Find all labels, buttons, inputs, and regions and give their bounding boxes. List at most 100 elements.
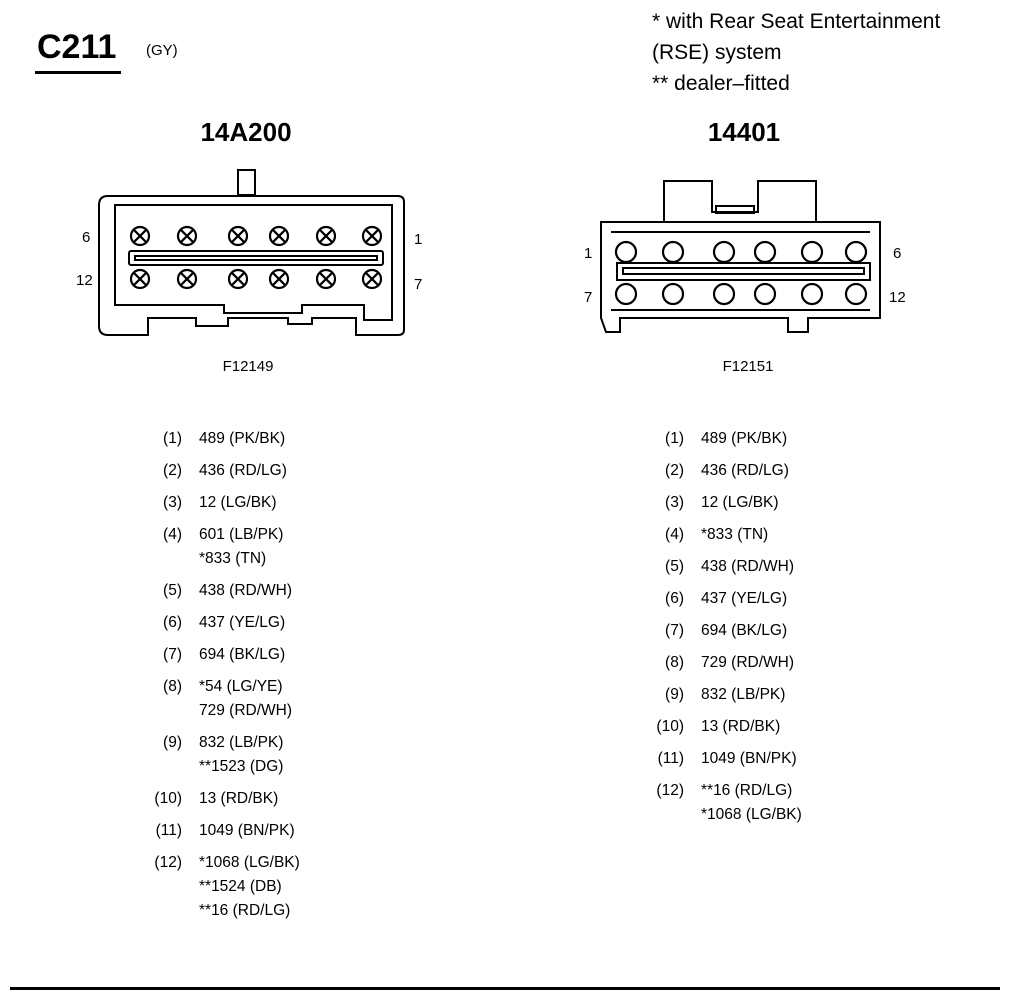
pin-wires: 436 (RD/LG) xyxy=(701,459,789,483)
pin-row: (12)*1068 (LG/BK)**1524 (DB)**16 (RD/LG) xyxy=(140,851,440,923)
left-connector-latch-slot xyxy=(134,255,378,261)
connector-color-code: (GY) xyxy=(146,42,178,59)
pin-row: (9)832 (LB/PK) xyxy=(642,683,942,707)
right-label-bottom-left: 7 xyxy=(584,289,593,306)
right-connector-shell xyxy=(600,221,881,333)
wire-circuit: 437 (YE/LG) xyxy=(199,614,286,631)
pin-row: (11)1049 (BN/PK) xyxy=(642,747,942,771)
wire-circuit: 12 (LG/BK) xyxy=(701,494,779,511)
footnote-line: * with Rear Seat Entertainment xyxy=(652,10,941,33)
wire-circuit: 12 (LG/BK) xyxy=(199,494,277,511)
right-connector-inner-edges xyxy=(611,231,870,311)
wire-circuit: *833 (TN) xyxy=(701,526,769,543)
left-figure-ref: F12149 xyxy=(222,358,274,375)
left-connector-shell xyxy=(98,195,405,336)
wire-circuit: *1068 (LG/BK) xyxy=(701,806,802,823)
left-connector-latch-bar xyxy=(128,250,384,266)
pin-number: (9) xyxy=(163,734,182,751)
pin-row: (9) 832 (LB/PK) **1523 (DG) xyxy=(140,731,440,779)
pin-wires: 694 (BK/LG) xyxy=(701,619,787,643)
pin-number: (8) xyxy=(163,678,182,695)
right-label-bottom-right: 12 xyxy=(889,289,906,306)
pin-row: (10)13 (RD/BK) xyxy=(642,715,942,739)
pin-number: (2) xyxy=(163,462,182,479)
pin-wires: 601 (LB/PK) *833 (TN) xyxy=(199,523,283,571)
open-terminal xyxy=(753,240,777,264)
pin-wires: 489 (PK/BK) xyxy=(199,427,285,451)
pin-wires: 832 (LB/PK) **1523 (DG) xyxy=(199,731,283,779)
footnote-line: ** dealer–fitted xyxy=(652,72,790,95)
crossed-terminal xyxy=(176,225,198,247)
right-connector-latch-bar xyxy=(616,262,871,281)
pin-row: (5)438 (RD/WH) xyxy=(140,579,440,603)
pin-number: (6) xyxy=(665,590,684,607)
right-connector-latch xyxy=(663,180,817,222)
pin-number: (1) xyxy=(665,430,684,447)
right-part-number: 14401 xyxy=(707,117,781,147)
open-terminal xyxy=(753,282,777,306)
wire-circuit: *833 (TN) xyxy=(199,550,267,567)
pin-row: (8) *54 (LG/YE)729 (RD/WH) xyxy=(140,675,440,723)
wire-circuit: 694 (BK/LG) xyxy=(701,622,788,639)
wire-circuit: **1523 (DG) xyxy=(199,758,284,775)
wire-circuit: 13 (RD/BK) xyxy=(701,718,781,735)
pin-wires: *1068 (LG/BK)**1524 (DB)**16 (RD/LG) xyxy=(199,851,300,923)
left-label-bottom-right: 7 xyxy=(414,276,423,293)
pin-row: (7) 694 (BK/LG) xyxy=(140,643,440,667)
wire-circuit: 832 (LB/PK) xyxy=(199,734,284,751)
wire-circuit: *54 (LG/YE) xyxy=(199,678,283,695)
left-label-bottom-left: 12 xyxy=(76,272,93,289)
pin-row: (1) 489 (PK/BK) xyxy=(140,427,440,451)
crossed-terminal xyxy=(227,225,249,247)
crossed-terminal xyxy=(129,225,151,247)
pin-row: (4) *833 (TN) xyxy=(642,523,942,547)
pin-wires: *54 (LG/YE)729 (RD/WH) xyxy=(199,675,292,723)
wire-circuit: 436 (RD/LG) xyxy=(199,462,287,479)
pin-number: (4) xyxy=(163,526,182,543)
pin-wires: 694 (BK/LG) xyxy=(199,643,285,667)
pin-wires: 437 (YE/LG) xyxy=(701,587,787,611)
pin-wires: 438 (RD/WH) xyxy=(701,555,794,579)
crossed-terminal xyxy=(227,268,249,290)
connector-id: C211 xyxy=(37,28,117,66)
pin-wires: 1049 (BN/PK) xyxy=(199,819,295,843)
wire-circuit: **16 (RD/LG) xyxy=(199,902,291,919)
pin-wires: **16 (RD/LG) *1068 (LG/BK) xyxy=(701,779,802,827)
pin-number: (7) xyxy=(163,646,182,663)
wire-circuit: **1524 (DB) xyxy=(199,878,282,895)
wire-circuit: 601 (LB/PK) xyxy=(199,526,284,543)
left-label-top-left: 6 xyxy=(82,229,91,246)
right-label-top-left: 1 xyxy=(584,245,593,262)
pin-wires: 1049 (BN/PK) xyxy=(701,747,797,771)
pin-row: (1)489 (PK/BK) xyxy=(642,427,942,451)
right-figure-ref: F12151 xyxy=(722,358,774,375)
wire-circuit: **16 (RD/LG) xyxy=(701,782,793,799)
open-terminal xyxy=(712,240,736,264)
wire-circuit: 436 (RD/LG) xyxy=(701,462,789,479)
right-pin-list: (1)489 (PK/BK)(2)436 (RD/LG)(3)12 (LG/BK… xyxy=(642,427,942,835)
left-label-top-right: 1 xyxy=(414,231,423,248)
title-underline xyxy=(35,71,121,74)
pin-row: (5) 438 (RD/WH) xyxy=(642,555,942,579)
pin-number: (1) xyxy=(163,430,182,447)
wire-circuit: 832 (LB/PK) xyxy=(701,686,786,703)
footnote-line: (RSE) system xyxy=(652,41,782,64)
pin-row: (3)12 (LG/BK) xyxy=(140,491,440,515)
wire-circuit: 438 (RD/WH) xyxy=(701,558,795,575)
open-terminal xyxy=(661,282,685,306)
pin-row: (3)12 (LG/BK) xyxy=(642,491,942,515)
open-terminal xyxy=(844,282,868,306)
crossed-terminal xyxy=(361,268,383,290)
pin-row: (10)13 (RD/BK) xyxy=(140,787,440,811)
pin-number: (5) xyxy=(665,558,684,575)
wire-circuit: 489 (PK/BK) xyxy=(199,430,286,447)
pin-row: (4) 601 (LB/PK) *833 (TN) xyxy=(140,523,440,571)
crossed-terminal xyxy=(129,268,151,290)
left-connector-terminals xyxy=(129,225,383,290)
pin-wires: 13 (RD/BK) xyxy=(701,715,780,739)
open-terminal xyxy=(712,282,736,306)
pin-number: (4) xyxy=(665,526,684,543)
